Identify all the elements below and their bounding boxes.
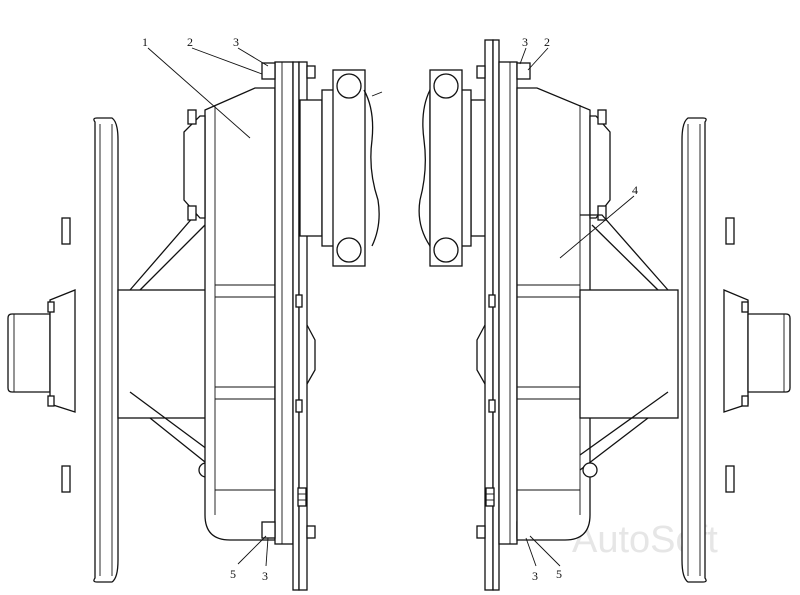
left-spindle (117, 289, 217, 419)
left-assembly (7, 61, 383, 591)
right-hub-cap (723, 289, 791, 413)
callout-5-right: 5 (556, 567, 562, 581)
left-housing (183, 87, 276, 541)
right-flange-plate (484, 39, 518, 591)
left-flange-bolts (261, 62, 316, 539)
callout-labels: 1 2 3 3 2 4 5 3 3 5 (142, 35, 638, 583)
right-flange-boss (476, 324, 486, 385)
left-hub-cap (7, 289, 76, 413)
right-wheel-bolts (725, 217, 749, 493)
callout-3-bottom-right: 3 (532, 569, 538, 583)
right-wheel-disc (681, 117, 707, 583)
callout-3-top-left: 3 (233, 35, 239, 49)
callout-5-left: 5 (230, 567, 236, 581)
callout-2-right: 2 (544, 35, 550, 49)
leader-lines (147, 47, 635, 567)
callout-1: 1 (142, 35, 148, 49)
left-wheel-disc (93, 117, 119, 583)
right-spindle (579, 289, 679, 419)
left-wheel-bolts (47, 217, 71, 493)
callout-3-top-right: 3 (522, 35, 528, 49)
callout-4: 4 (632, 183, 638, 197)
callout-2-left: 2 (187, 35, 193, 49)
right-bearing (418, 69, 494, 267)
right-support-arm (579, 214, 669, 478)
callout-3-bottom-left: 3 (262, 569, 268, 583)
left-bearing (299, 69, 383, 267)
left-flange-boss (306, 324, 316, 385)
right-assembly (418, 39, 791, 591)
